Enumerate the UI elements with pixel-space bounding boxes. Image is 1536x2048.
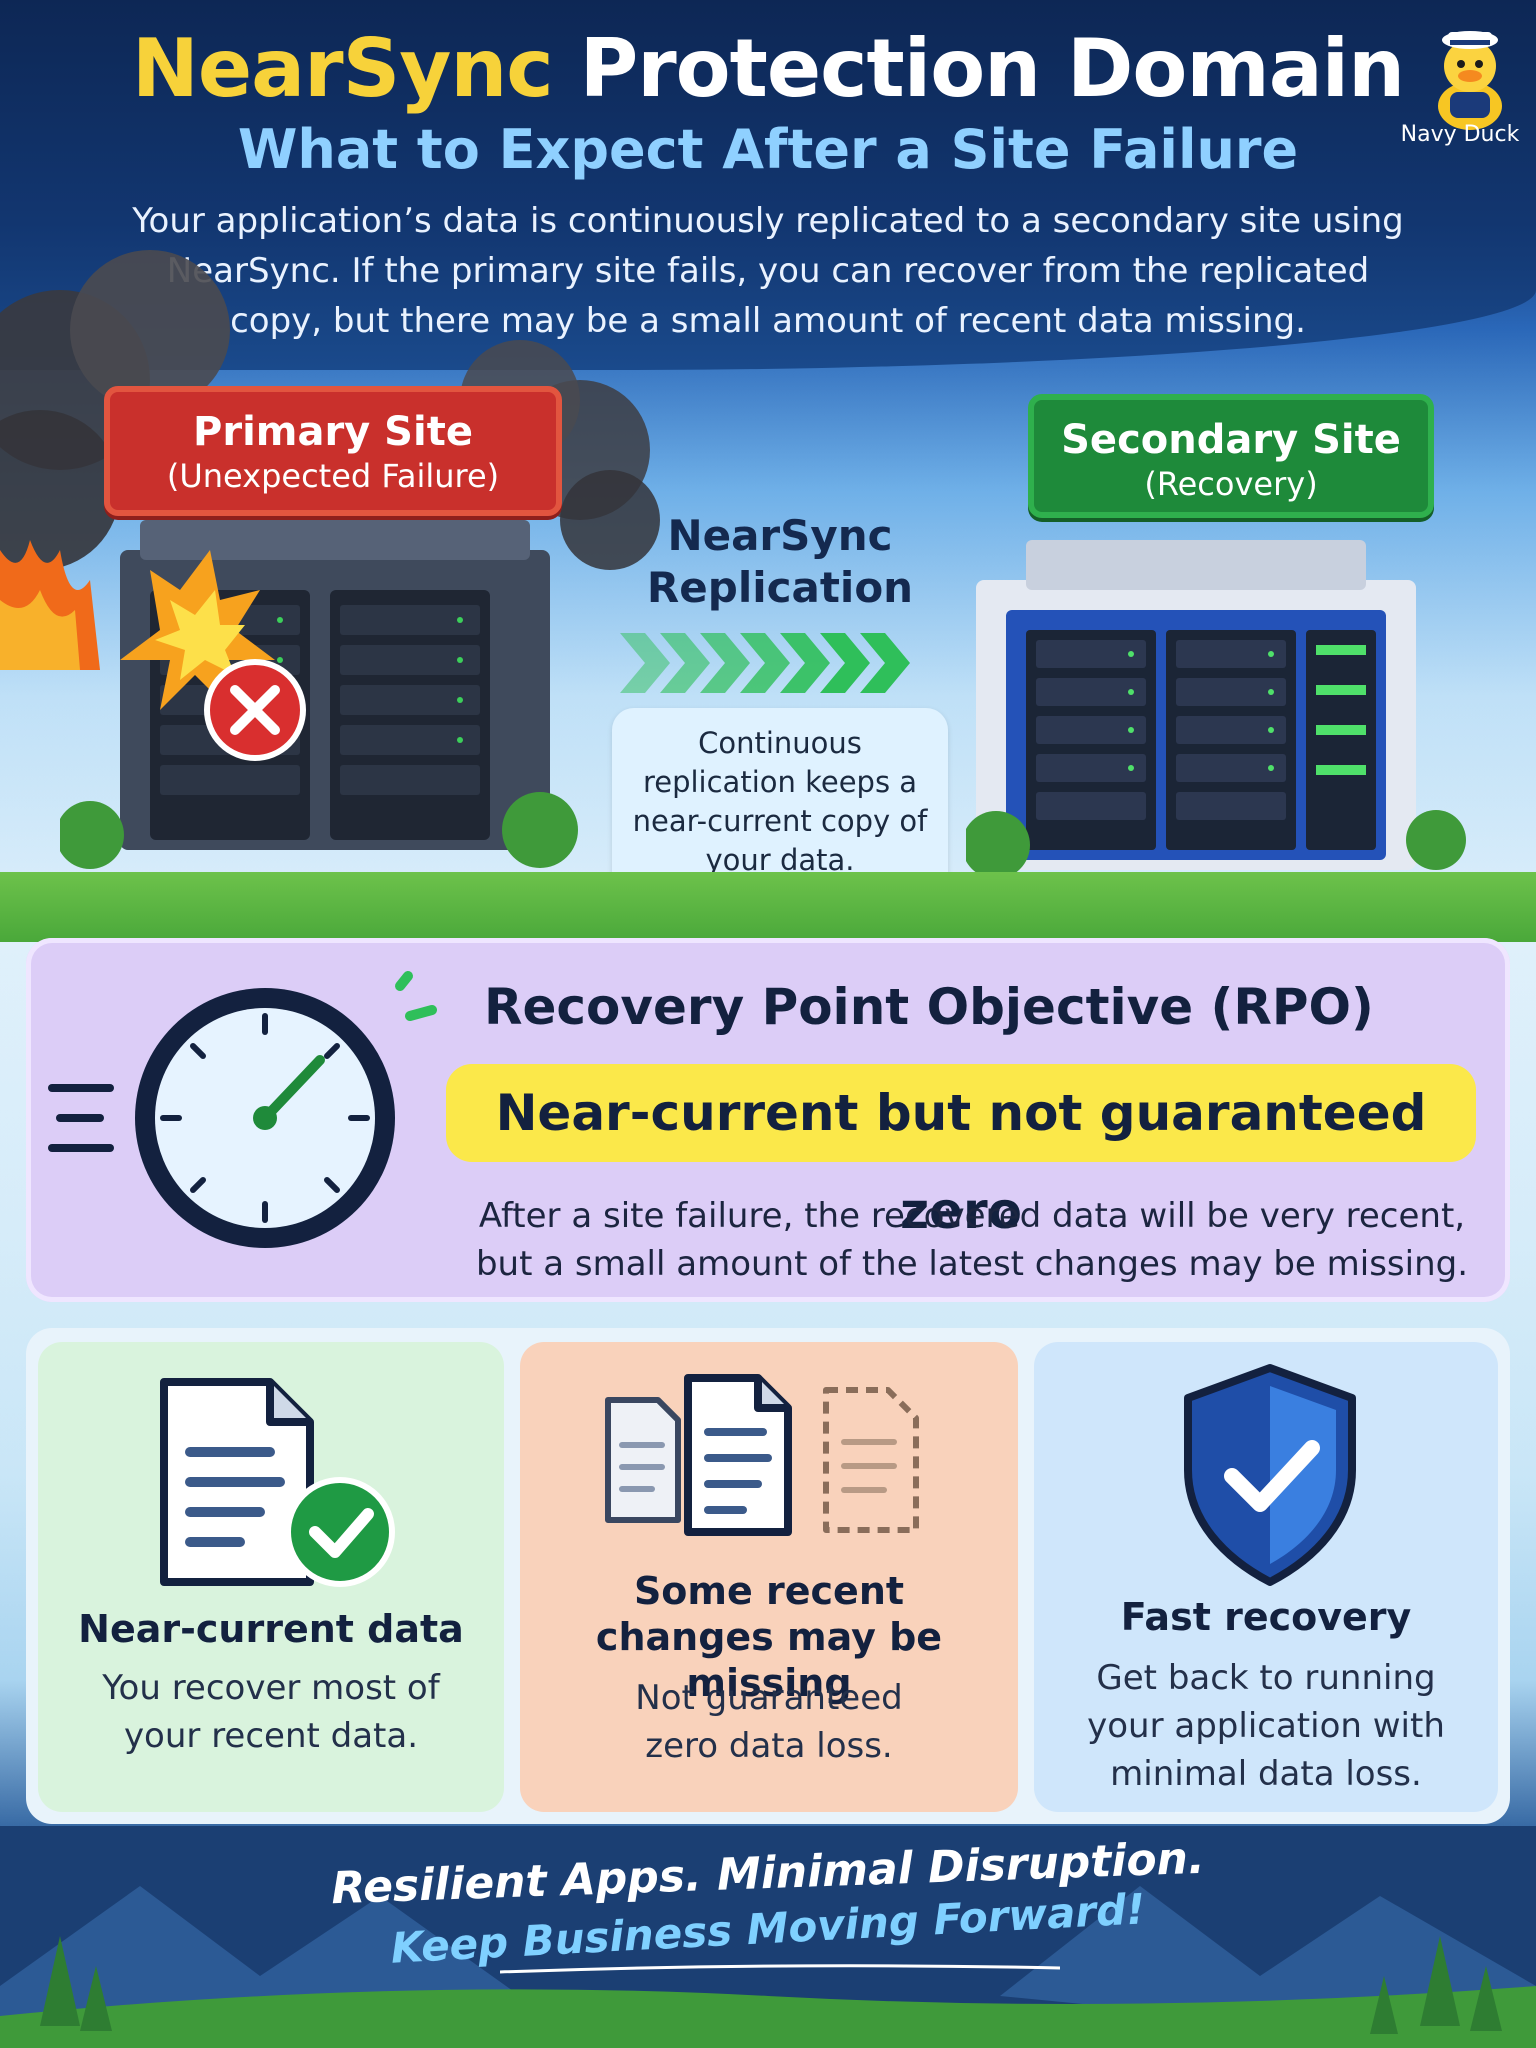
page-title: NearSync Protection Domain	[0, 22, 1536, 115]
card-2-title: Some recent changes may be missing	[595, 1569, 943, 1705]
card-3-description: Get back to running your application wit…	[1087, 1658, 1445, 1794]
mascot-label: Navy Duck	[1400, 122, 1520, 147]
card-3-title: Fast recovery	[1120, 1595, 1412, 1639]
title-highlight: NearSync	[131, 22, 554, 115]
replication-arrows-icon	[620, 633, 910, 693]
secondary-site-sign: Secondary Site (Recovery)	[1028, 394, 1434, 518]
replication-note: Continuous replication keeps a near-curr…	[612, 708, 948, 894]
duck-sailor-icon	[1438, 31, 1502, 130]
intro-text: Your application’s data is continuously …	[132, 201, 1404, 341]
rpo-highlight: Near-current but not guaranteed zero	[446, 1064, 1476, 1240]
primary-site-subtitle: (Unexpected Failure)	[166, 457, 500, 495]
rpo-description: After a site failure, the recovered data…	[475, 1196, 1469, 1284]
document-check-icon	[160, 1378, 395, 1587]
card-1-title: Near-current data	[78, 1607, 464, 1651]
rpo-title: Recovery Point Objective (RPO)	[484, 978, 1374, 1036]
card-2-description: Not guaranteed zero data loss.	[635, 1678, 903, 1766]
card-1-description: You recover most of your recent data.	[102, 1668, 440, 1756]
tagline-underline	[500, 1964, 1060, 1974]
secondary-site-subtitle: (Recovery)	[1144, 465, 1318, 503]
secondary-site-building	[966, 540, 1466, 879]
title-rest: Protection Domain	[552, 22, 1406, 115]
primary-site-building	[60, 520, 578, 869]
grass-band	[0, 872, 1536, 942]
documents-missing-icon	[605, 1374, 919, 1536]
primary-site-sign: Primary Site (Unexpected Failure)	[104, 386, 562, 516]
primary-site-title: Primary Site	[193, 409, 473, 455]
shield-check-icon	[1184, 1364, 1356, 1586]
header-banner	[0, 0, 1536, 370]
stopwatch-icon	[48, 971, 437, 1248]
replication-title: NearSync Replication	[646, 511, 914, 612]
footer-landscape	[0, 1826, 1536, 2048]
page-subtitle: What to Expect After a Site Failure	[237, 118, 1299, 181]
secondary-site-title: Secondary Site	[1061, 417, 1401, 463]
